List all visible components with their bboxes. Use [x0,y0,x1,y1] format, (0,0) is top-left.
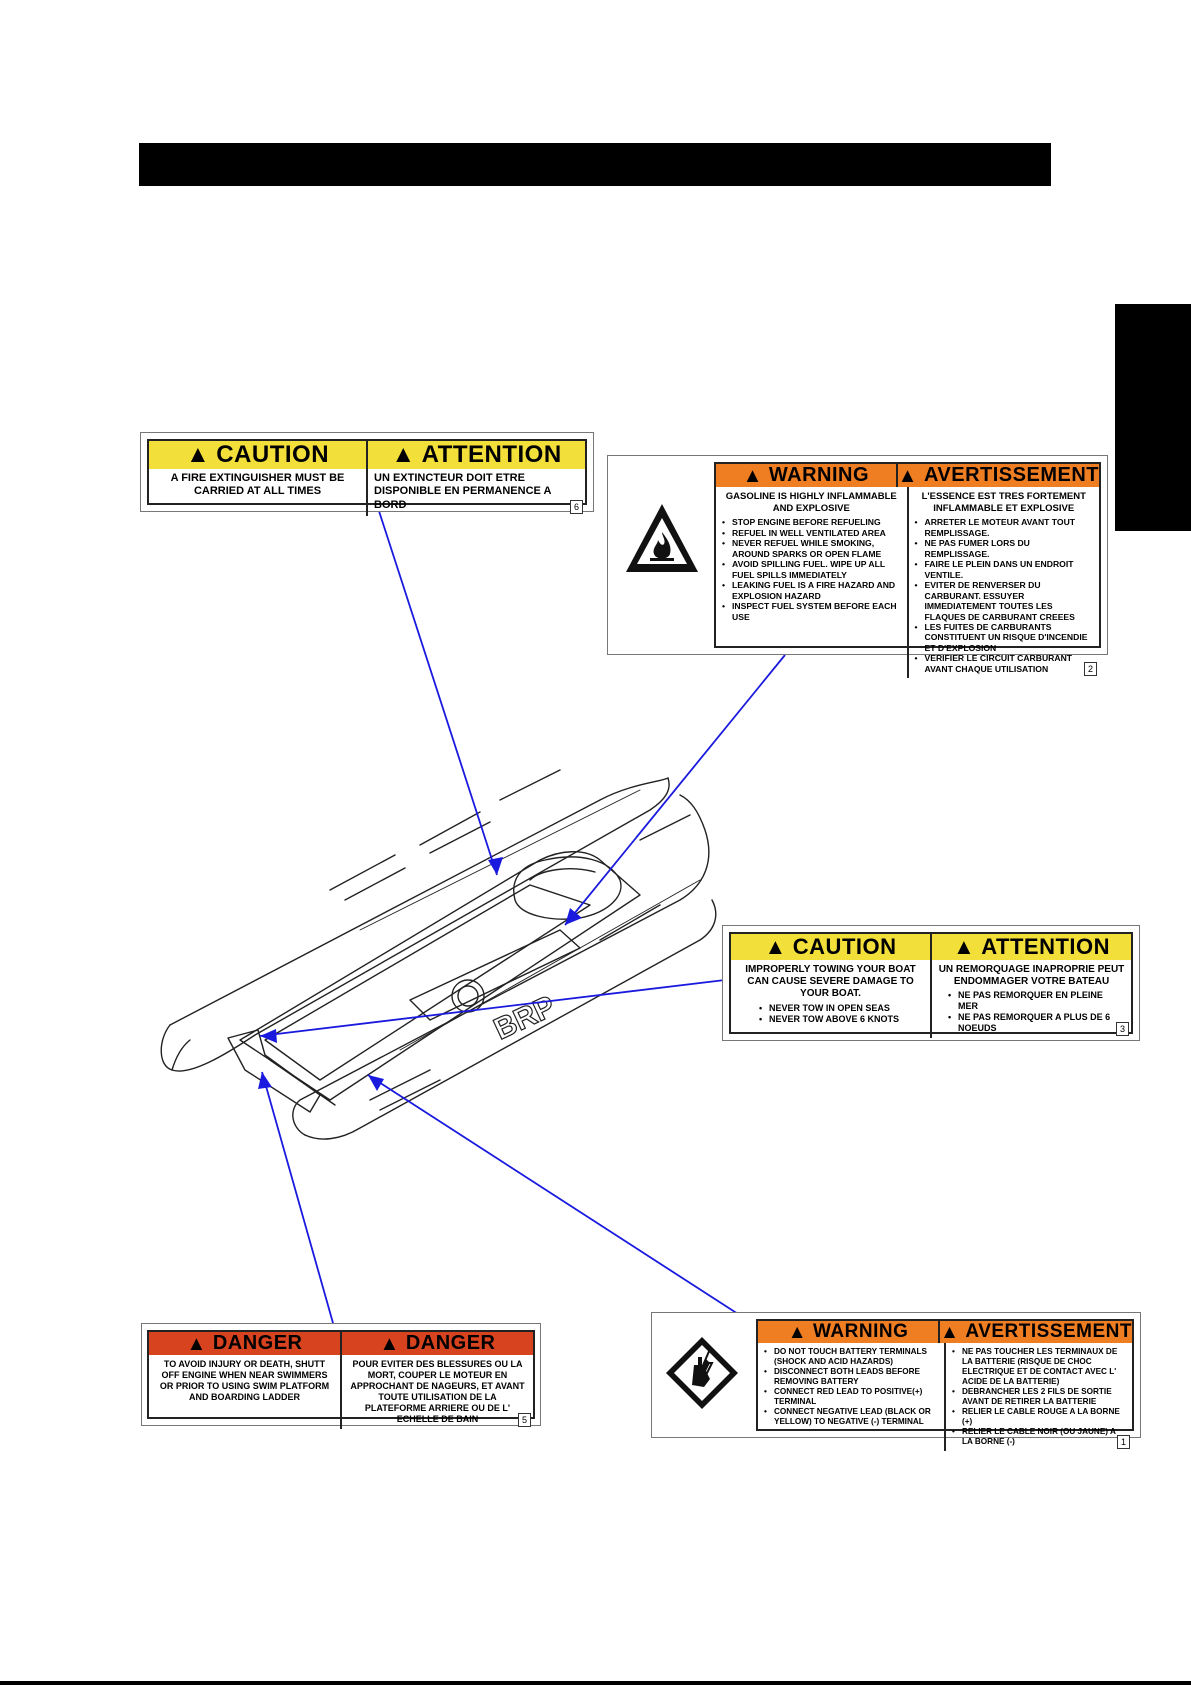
arrowhead-3 [260,1029,277,1043]
label-2-fr-item: ARRETER LE MOTEUR AVANT TOUT REMPLISSAGE… [915,517,1094,538]
label-2-en-item: NEVER REFUEL WHILE SMOKING, AROUND SPARK… [722,538,901,559]
label-2-en-title: GASOLINE IS HIGHLY INFLAMMABLE AND EXPLO… [725,491,897,514]
label-2-en-item: AVOID SPILLING FUEL. WIPE UP ALL FUEL SP… [722,559,901,580]
floor-hatch [409,929,581,1021]
arrowhead-6 [488,857,503,875]
label-3-en-header: CAUTION [792,934,897,959]
label-1-en-header: WARNING [813,1321,909,1342]
label-3-fr-item: NE PAS REMORQUER EN PLEINE MER [948,990,1125,1012]
brand-logo: BRP [489,990,560,1047]
leader-line-3 [259,979,726,1037]
electric-shock-icon [664,1335,740,1411]
label-2-fr-item: VERIFIER LE CIRCUIT CARBURANT AVANT CHAQ… [915,653,1094,674]
warning-triangle-icon: ▲ [952,934,976,959]
label-1-en-item: DO NOT TOUCH BATTERY TERMINALS (SHOCK AN… [764,1347,938,1367]
warning-triangle-icon: ▲ [186,1332,207,1355]
page-bottom-rule [0,1681,1191,1685]
warning-triangle-icon: ▲ [940,1321,960,1343]
arrowhead-2 [565,908,582,925]
leader-line-2 [564,654,786,926]
label-2-fr-item: FAIRE LE PLEIN DANS UN ENDROIT VENTILE. [915,559,1094,580]
label-3-fr-title: UN REMORQUAGE INAPROPRIE PEUT ENDOMMAGER… [938,964,1125,988]
warning-triangle-icon: ▲ [787,1321,808,1343]
section-header-bar [139,143,1051,186]
label-6-fr-header: ATTENTION [421,441,562,468]
deck-plate [451,979,485,1013]
label-2-fr-title: L'ESSENCE EST TRES FORTEMENT INFLAMMABLE… [921,491,1086,514]
label-6-number: 6 [570,500,583,515]
label-6-en-text: A FIRE EXTINGUISHER MUST BE CARRIED AT A… [170,472,345,498]
label-5-number: 5 [518,1412,531,1427]
label-1-fr-item: NE PAS TOUCHER LES TERMINAUX DE LA BATTE… [952,1347,1126,1387]
label-3-en-title: IMPROPERLY TOWING YOUR BOAT CAN CAUSE SE… [745,964,916,1000]
label-2-fr-item: NE PAS FUMER LORS DU REMPLISSAGE. [915,538,1094,559]
label-2-en-item: LEAKING FUEL IS A FIRE HAZARD AND EXPLOS… [722,580,901,601]
label-2-gasoline: ▲WARNING ▲AVERTISSEMENT GASOLINE IS HIGH… [607,455,1108,679]
label-6-fr-text: UN EXTINCTEUR DOIT ETRE DISPONIBLE EN PE… [366,469,585,517]
label-3-en-item: NEVER TOW ABOVE 6 KNOTS [759,1014,924,1025]
console-seat [513,856,622,920]
label-1-en-item: CONNECT RED LEAD TO POSITIVE(+) TERMINAL [764,1387,938,1407]
transom [227,1029,321,1113]
label-1-fr-item: RELIER LE CABLE NOIR (OU JAUNE) A LA BOR… [952,1427,1126,1447]
label-1-fr-item: RELIER LE CABLE ROUGE A LA BORNE (+) [952,1407,1126,1427]
label-3-fr-header: ATTENTION [981,934,1111,959]
label-2-en-item: REFUEL IN WELL VENTILATED AREA [722,528,901,539]
warning-triangle-icon: ▲ [379,1332,400,1355]
label-3-en-item: NEVER TOW IN OPEN SEAS [759,1003,924,1014]
label-1-fr-item: DEBRANCHER LES 2 FILS DE SORTIE AVANT DE… [952,1387,1126,1407]
arrowhead-1 [368,1075,384,1091]
label-1-battery: ▲WARNING ▲AVERTISSEMENT DO NOT TOUCH BAT… [651,1312,1141,1451]
label-1-en-item: CONNECT NEGATIVE LEAD (BLACK OR YELLOW) … [764,1407,938,1427]
label-1-fr-header: AVERTISSEMENT [965,1321,1132,1342]
hull-floor [239,851,641,1101]
warning-triangle-icon: ▲ [391,441,416,468]
label-2-en-item: INSPECT FUEL SYSTEM BEFORE EACH USE [722,601,901,622]
warning-triangle-icon: ▲ [897,464,918,487]
leader-line-5 [261,1071,334,1324]
label-2-fr-item: EVITER DE RENVERSER DU CARBURANT. ESSUYE… [915,580,1094,622]
right-tube-outline [292,794,710,1136]
label-1-en-item: DISCONNECT BOTH LEADS BEFORE REMOVING BA… [764,1367,938,1387]
label-6-en-header: CAUTION [216,441,330,468]
warning-triangle-icon: ▲ [742,464,763,487]
warning-triangle-icon: ▲ [185,441,211,468]
left-tube-outline [160,777,670,1072]
label-3-fr-item: NE PAS REMORQUER A PLUS DE 6 NOEUDS [948,1012,1125,1034]
label-5-swimmers: ▲DANGER ▲DANGER TO AVOID INJURY OR DEATH… [141,1323,541,1429]
section-side-tab [1115,304,1191,531]
label-5-en-text: TO AVOID INJURY OR DEATH, SHUTT OFF ENGI… [159,1359,330,1402]
warning-triangle-icon: ▲ [764,934,787,959]
label-2-en-header: WARNING [768,464,870,486]
fire-hazard-icon [622,500,702,580]
label-2-en-item: STOP ENGINE BEFORE REFUELING [722,517,901,528]
label-2-fr-header: AVERTISSEMENT [923,464,1099,486]
label-5-fr-header: DANGER [405,1332,496,1354]
label-5-fr-text: POUR EVITER DES BLESSURES OU LA MORT, CO… [340,1355,533,1429]
leader-line-1 [367,1074,753,1324]
leader-line-6 [377,507,498,876]
label-3-number: 3 [1116,1022,1129,1037]
arrowhead-5 [258,1072,272,1089]
label-1-number: 1 [1117,1435,1130,1449]
label-5-en-header: DANGER [212,1332,303,1354]
label-2-fr-item: LES FUITES DE CARBURANTS CONSTITUENT UN … [915,622,1094,653]
label-2-number: 2 [1084,662,1097,677]
label-6-fire-extinguisher: ▲CAUTION ▲ATTENTION A FIRE EXTINGUISHER … [140,432,594,517]
label-3-towing: ▲CAUTION ▲ATTENTION IMPROPERLY TOWING YO… [722,925,1140,1041]
